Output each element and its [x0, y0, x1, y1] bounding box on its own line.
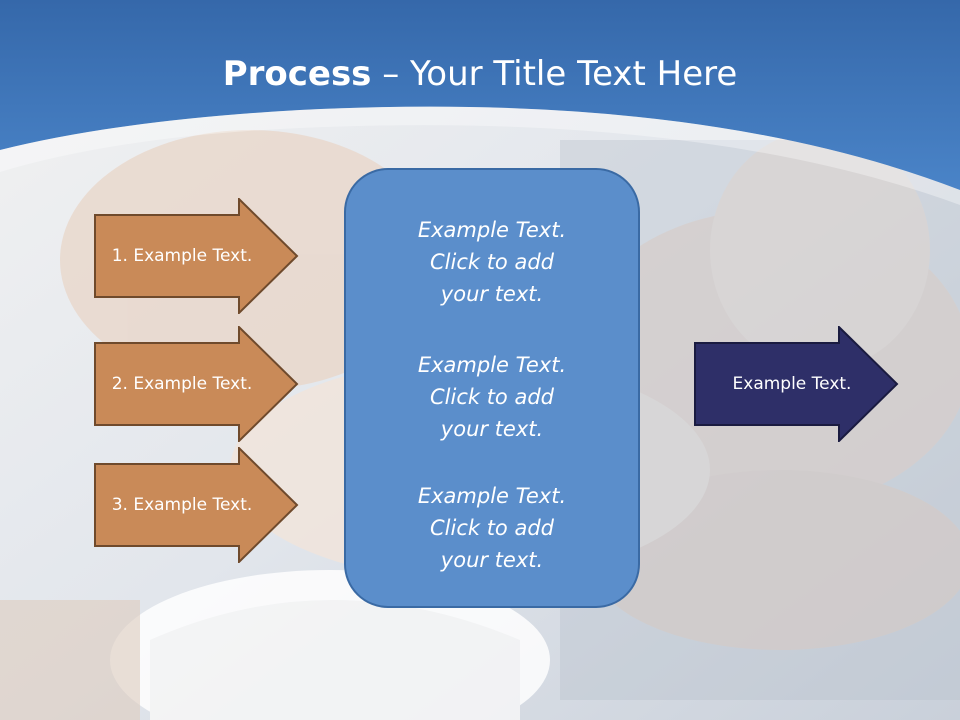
output-arrow[interactable]: Example Text.: [694, 326, 900, 442]
step-label: 3. Example Text.: [111, 495, 253, 515]
header-band: [0, 0, 960, 190]
step-label: 1. Example Text.: [111, 246, 253, 266]
step-label: 2. Example Text.: [111, 374, 253, 394]
center-process-box[interactable]: Example Text. Click to add your text. Ex…: [344, 168, 640, 608]
title-bold: Process: [222, 54, 372, 94]
slide-title: Process – Your Title Text Here: [0, 52, 960, 96]
center-text-3[interactable]: Example Text. Click to add your text.: [417, 484, 567, 572]
title-rest: – Your Title Text Here: [371, 54, 738, 94]
step-arrow-3[interactable]: 3. Example Text.: [94, 447, 300, 563]
center-text-2[interactable]: Example Text. Click to add your text.: [417, 353, 567, 441]
center-text-1[interactable]: Example Text. Click to add your text.: [417, 218, 567, 306]
step-arrow-2[interactable]: 2. Example Text.: [94, 326, 300, 442]
step-arrow-1[interactable]: 1. Example Text.: [94, 198, 300, 314]
output-label: Example Text.: [732, 374, 852, 394]
